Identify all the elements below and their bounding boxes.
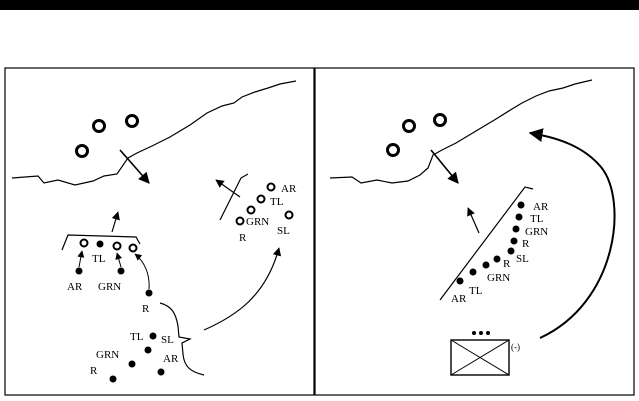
soldier-icon xyxy=(456,277,464,285)
soldier-position-icon xyxy=(128,243,138,253)
direction-arrow-icon xyxy=(215,179,241,198)
label-r: R xyxy=(503,258,511,270)
label-tl: TL xyxy=(92,253,106,265)
label-r: R xyxy=(142,303,150,315)
soldier-icon xyxy=(507,247,515,255)
direction-arrow-icon xyxy=(467,207,480,234)
team-brace xyxy=(159,302,205,376)
label-grn: GRN xyxy=(487,272,510,284)
soldier-icon xyxy=(145,289,153,297)
label-tl: TL xyxy=(469,285,483,297)
terrain-line xyxy=(329,79,593,184)
enemy-position-icon xyxy=(92,119,106,133)
left-panel-frame xyxy=(4,67,315,396)
soldier-icon xyxy=(515,213,523,221)
enemy-position-icon xyxy=(386,143,400,157)
maneuver-arrow-icon xyxy=(528,128,616,339)
soldier-icon xyxy=(482,261,490,269)
move-arrow-icon xyxy=(77,250,85,268)
direction-arrow-icon xyxy=(111,211,120,233)
soldier-icon xyxy=(157,368,165,376)
soldier-icon xyxy=(493,255,501,263)
label-grn: GRN xyxy=(525,226,548,238)
label-ar: AR xyxy=(451,293,467,305)
attack-arrow-icon xyxy=(119,149,150,184)
label-r: R xyxy=(90,365,98,377)
right-panel-frame xyxy=(314,67,635,396)
label-r: R xyxy=(239,232,247,244)
soldier-icon xyxy=(96,240,104,248)
label-grn: GRN xyxy=(246,216,269,228)
team-bracket xyxy=(219,173,249,221)
enemy-position-icon xyxy=(75,144,89,158)
unit-strength-modifier: (-) xyxy=(511,342,520,352)
label-ar: AR xyxy=(67,281,83,293)
terrain-line xyxy=(11,80,297,186)
soldier-icon xyxy=(149,332,157,340)
move-arrow-icon xyxy=(134,253,150,290)
soldier-icon xyxy=(128,360,136,368)
label-sl: SL xyxy=(277,225,290,237)
unit-symbol-icon xyxy=(450,331,510,376)
label-tl: TL xyxy=(530,213,544,225)
soldier-icon xyxy=(144,346,152,354)
soldier-icon xyxy=(109,375,117,383)
soldier-position-icon xyxy=(112,241,122,251)
soldier-position-icon xyxy=(235,216,245,226)
label-grn: GRN xyxy=(98,281,121,293)
team-bracket xyxy=(439,186,534,301)
left-panel: TL AR GRN R AR TL GRN SL R TL SL GRN AR … xyxy=(11,80,297,383)
label-r: R xyxy=(522,238,530,250)
enemy-position-icon xyxy=(402,119,416,133)
label-grn: GRN xyxy=(96,349,119,361)
soldier-position-icon xyxy=(246,205,256,215)
soldier-position-icon xyxy=(79,238,89,248)
right-panel: AR TL GRN R SL R GRN TL AR (-) xyxy=(329,79,616,376)
soldier-icon xyxy=(75,267,83,275)
enemy-position-icon xyxy=(125,114,139,128)
soldier-icon xyxy=(117,267,125,275)
header-rule xyxy=(0,0,639,10)
team-bracket xyxy=(61,234,141,251)
label-ar: AR xyxy=(163,353,179,365)
maneuver-arrow-icon xyxy=(203,247,282,331)
soldier-icon xyxy=(517,201,525,209)
label-ar: AR xyxy=(533,201,549,213)
soldier-icon xyxy=(512,225,520,233)
move-arrow-icon xyxy=(115,252,123,268)
label-sl: SL xyxy=(161,334,174,346)
soldier-position-icon xyxy=(284,210,294,220)
soldier-position-icon xyxy=(266,182,276,192)
label-ar: AR xyxy=(281,183,297,195)
soldier-icon xyxy=(469,268,477,276)
label-tl: TL xyxy=(130,331,144,343)
attack-arrow-icon xyxy=(430,149,459,184)
label-tl: TL xyxy=(270,196,284,208)
soldier-icon xyxy=(510,237,518,245)
enemy-position-icon xyxy=(433,113,447,127)
label-sl: SL xyxy=(516,253,529,265)
soldier-position-icon xyxy=(256,194,266,204)
